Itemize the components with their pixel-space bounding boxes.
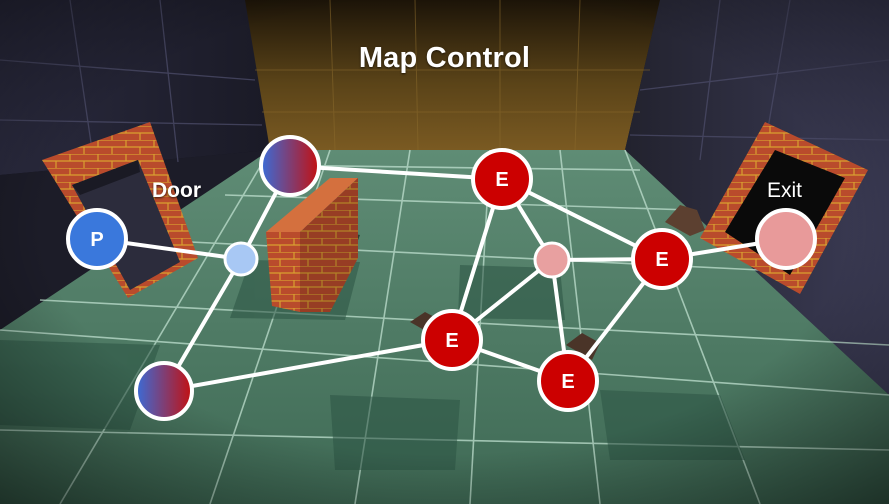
door-frame: [42, 122, 198, 298]
node-contested-top[interactable]: [259, 135, 321, 197]
node-enemy-bottom-circle: [537, 350, 599, 412]
exit-label: Exit: [767, 179, 803, 202]
node-waypoint-center-circle: [533, 241, 571, 279]
page-title: Map Control: [358, 42, 531, 74]
node-exit[interactable]: [755, 208, 817, 270]
door-label: Door: [152, 179, 201, 202]
edge-contested-top-enemy-top: [288, 164, 504, 181]
node-enemy-mid[interactable]: E: [421, 309, 483, 371]
node-player-circle: [66, 208, 128, 270]
node-player[interactable]: P: [66, 208, 128, 270]
node-contested-bottom[interactable]: [134, 361, 194, 421]
brick-pillar: [266, 178, 360, 312]
node-enemy-right-circle: [631, 228, 693, 290]
node-contested-top-circle: [259, 135, 321, 197]
node-enemy-top-letter: E: [495, 169, 508, 191]
node-waypoint-door-circle: [223, 241, 259, 277]
edge-contested-bottom-enemy-mid: [162, 338, 454, 393]
node-waypoint-center[interactable]: [533, 241, 571, 279]
node-contested-bottom-circle: [134, 361, 194, 421]
node-enemy-top-circle: [471, 148, 533, 210]
node-enemy-right[interactable]: E: [631, 228, 693, 290]
node-enemy-bottom-letter: E: [561, 371, 574, 393]
node-enemy-top[interactable]: E: [471, 148, 533, 210]
node-enemy-mid-circle: [421, 309, 483, 371]
node-enemy-right-letter: E: [655, 249, 668, 271]
node-waypoint-door[interactable]: [223, 241, 259, 277]
node-player-letter: P: [90, 229, 103, 251]
graph-nodes: P E E E E: [66, 135, 817, 421]
node-enemy-mid-letter: E: [445, 330, 458, 352]
node-exit-circle: [755, 208, 817, 270]
node-enemy-bottom[interactable]: E: [537, 350, 599, 412]
